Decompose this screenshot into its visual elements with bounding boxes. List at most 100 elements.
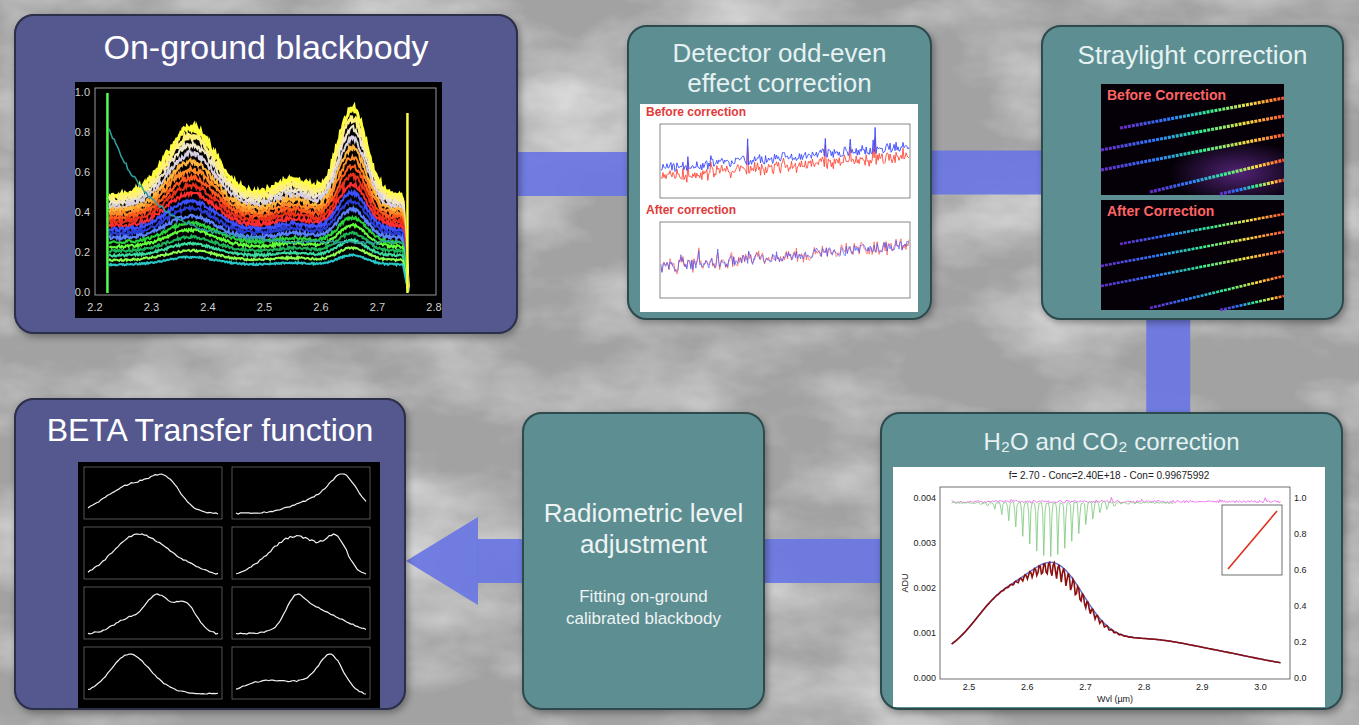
axis-tick: 0.0 bbox=[1294, 673, 1307, 683]
axis-tick: 2.3 bbox=[144, 301, 159, 314]
box-fill bbox=[14, 14, 518, 334]
panel-frame bbox=[84, 647, 222, 699]
transfer-curve bbox=[88, 474, 218, 514]
spectrum-curve bbox=[109, 224, 408, 291]
box-fill bbox=[627, 25, 932, 320]
flow-band bbox=[1168, 320, 1169, 412]
plot-ground bbox=[75, 82, 442, 318]
axis-tick: 0.002 bbox=[913, 583, 936, 593]
panel-frame bbox=[84, 587, 222, 639]
axis-tick: 2.5 bbox=[963, 682, 976, 692]
edge-line bbox=[106, 93, 109, 293]
spectral-streak bbox=[1220, 296, 1284, 310]
axis-tick: 3.0 bbox=[1254, 682, 1267, 692]
transfer-panel bbox=[84, 527, 222, 579]
box-title: H₂O and CO₂ correction bbox=[896, 428, 1327, 456]
axis-tick: 1.0 bbox=[1294, 493, 1307, 503]
spectrum-curve bbox=[109, 247, 408, 291]
axis-tick: 2.8 bbox=[1138, 682, 1151, 692]
even-signal bbox=[661, 239, 909, 274]
panel-frame bbox=[232, 587, 370, 639]
image-ground bbox=[1101, 84, 1284, 195]
transfer-panel bbox=[84, 587, 222, 639]
transfer-panel bbox=[232, 647, 370, 699]
box-fill bbox=[1041, 25, 1344, 320]
axis-tick: 0.6 bbox=[75, 166, 90, 179]
transfer-curve bbox=[88, 594, 218, 634]
absorption-plot bbox=[893, 467, 1325, 707]
axis-title: ADU bbox=[900, 573, 910, 592]
flow-band bbox=[765, 561, 880, 562]
process-box: H₂O and CO₂ correction bbox=[880, 412, 1343, 710]
transfer-curve bbox=[88, 654, 218, 694]
plot-ground bbox=[640, 104, 918, 312]
band-body bbox=[477, 539, 522, 583]
panel-frame bbox=[232, 467, 370, 519]
flow-band bbox=[518, 174, 627, 175]
spectral-streak bbox=[1101, 232, 1284, 266]
transfer-panel bbox=[232, 527, 370, 579]
spectra bbox=[107, 93, 408, 293]
even-signal bbox=[661, 138, 909, 182]
axis-tick: 2.6 bbox=[1021, 682, 1034, 692]
error-line bbox=[952, 497, 1281, 503]
spectral-streak bbox=[1220, 180, 1284, 194]
process-box: Radiometric level adjustmentFitting on-g… bbox=[522, 412, 765, 710]
box-title: Radiometric level adjustment bbox=[536, 498, 751, 560]
plot-frame bbox=[660, 124, 910, 198]
band-body bbox=[932, 151, 1041, 195]
spectrum-curve bbox=[109, 166, 408, 290]
inset-frame bbox=[1222, 505, 1282, 575]
axis-tick: 0.8 bbox=[1294, 529, 1307, 539]
signal-pair bbox=[661, 127, 909, 182]
measured-line bbox=[952, 563, 1281, 663]
panel-label: Before correction bbox=[646, 106, 746, 120]
spectrum-curve bbox=[109, 232, 408, 291]
transmission-line bbox=[952, 502, 1174, 557]
axis-tick: 2.4 bbox=[200, 301, 215, 314]
panel-label: After correction bbox=[646, 204, 736, 218]
box-fill bbox=[880, 412, 1343, 710]
axis-tick: 2.7 bbox=[1079, 682, 1092, 692]
panel-frame bbox=[84, 467, 222, 519]
plot-ground bbox=[893, 467, 1325, 707]
plot-frame bbox=[660, 222, 910, 298]
axis-tick: 2.2 bbox=[87, 301, 102, 314]
axis-tick: 0.4 bbox=[1294, 601, 1307, 611]
box-title: BETA Transfer function bbox=[28, 412, 392, 449]
axis-tick: 0.004 bbox=[913, 493, 936, 503]
signal-pair bbox=[661, 239, 909, 274]
transfer-panel bbox=[84, 647, 222, 699]
spectrum-curve bbox=[109, 254, 408, 291]
transfer-curve bbox=[236, 534, 366, 574]
transfer-curve bbox=[236, 594, 366, 634]
stray-haze bbox=[1170, 140, 1284, 195]
box-title: On-ground blackbody bbox=[28, 28, 504, 67]
spectral-streak bbox=[1101, 116, 1284, 150]
signal-lines bbox=[661, 127, 909, 274]
spectrum-curve bbox=[109, 217, 408, 290]
edge-line bbox=[406, 113, 409, 293]
spectrum-curve bbox=[109, 239, 408, 291]
spectrum-curve bbox=[109, 129, 404, 245]
arrow-head bbox=[406, 517, 478, 605]
panel-label: After Correction bbox=[1107, 203, 1214, 219]
box-note: Fitting on-ground calibrated blackbody bbox=[549, 586, 739, 629]
odd-even-plots bbox=[640, 104, 918, 312]
spectral-streaks bbox=[1101, 98, 1284, 310]
transfer-panel bbox=[84, 467, 222, 519]
transfer-curve bbox=[236, 474, 366, 514]
flow-band bbox=[406, 517, 522, 605]
box-title: Straylight correction bbox=[1057, 41, 1328, 71]
plot-frame bbox=[95, 88, 436, 295]
axis-tick: 2.7 bbox=[370, 301, 385, 314]
panel-frame bbox=[84, 527, 222, 579]
axis-tick: 0.003 bbox=[913, 538, 936, 548]
flow-band bbox=[932, 172, 1041, 173]
image-ground bbox=[1101, 200, 1284, 310]
transfer-panel bbox=[232, 467, 370, 519]
axis-tick: 0.8 bbox=[75, 126, 90, 139]
band-body bbox=[518, 152, 627, 196]
